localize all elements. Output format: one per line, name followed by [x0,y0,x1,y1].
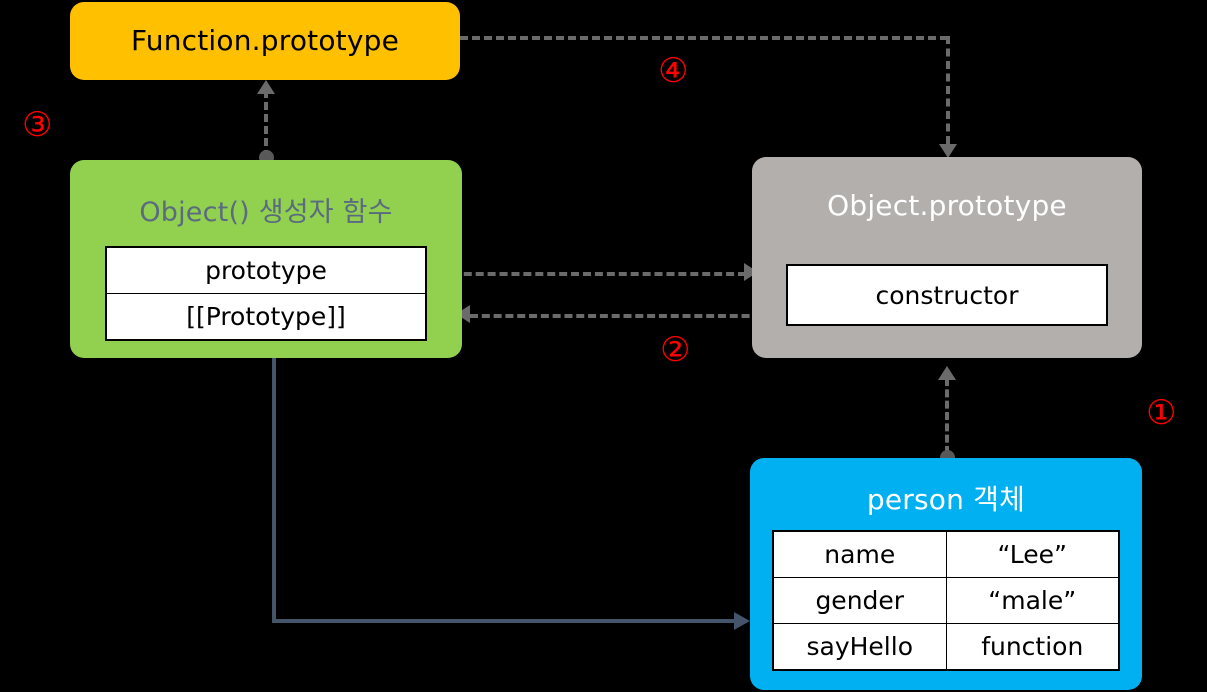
node-function-prototype[interactable]: Function.prototype [70,2,460,80]
connector-1-vertical [945,378,949,454]
connector-3-arrowhead [257,80,275,94]
table-row[interactable]: gender “male” [772,577,1120,624]
connector-4-horizontal [460,36,948,40]
person-value-sayhello: function [945,623,1120,671]
step-marker-3: ③ [22,105,53,145]
object-prototype-property-table: constructor [786,264,1108,326]
property-internal-prototype: [[Prototype]] [105,293,427,341]
person-key-sayhello: sayHello [772,623,947,671]
property-constructor: constructor [786,264,1108,326]
person-value-gender: “male” [945,577,1120,624]
node-object-prototype-title: Object.prototype [827,189,1067,222]
table-row[interactable]: sayHello function [772,623,1120,671]
connector-2b-horizontal [470,314,785,318]
connector-1-arrowhead [938,366,956,380]
step-marker-1: ① [1146,393,1177,433]
connector-4-vertical [946,36,950,144]
table-row[interactable]: prototype [105,246,427,294]
step-marker-2: ② [660,330,691,370]
table-row[interactable]: name “Lee” [772,530,1120,578]
step-marker-4: ④ [658,51,689,91]
object-constructor-property-table: prototype [[Prototype]] [105,246,427,341]
table-row[interactable]: constructor [786,264,1108,326]
node-function-prototype-title: Function.prototype [130,24,400,57]
person-value-name: “Lee” [945,530,1120,578]
person-key-name: name [772,530,947,578]
connector-3-vertical [264,90,268,158]
connector-4-arrowhead [939,144,957,158]
table-row[interactable]: [[Prototype]] [105,293,427,341]
property-prototype: prototype [105,246,427,294]
node-person-object-title: person 객체 [866,483,1026,516]
connector-solid-arrowhead [734,612,750,630]
connector-2a-horizontal [428,272,746,276]
person-property-table: name “Lee” gender “male” sayHello functi… [772,530,1120,671]
node-object-prototype[interactable]: Object.prototype [752,157,1142,358]
person-key-gender: gender [772,577,947,624]
connector-solid-vertical [272,358,276,623]
connector-solid-horizontal [272,619,738,623]
node-object-constructor-title: Object() 생성자 함수 [139,197,393,228]
